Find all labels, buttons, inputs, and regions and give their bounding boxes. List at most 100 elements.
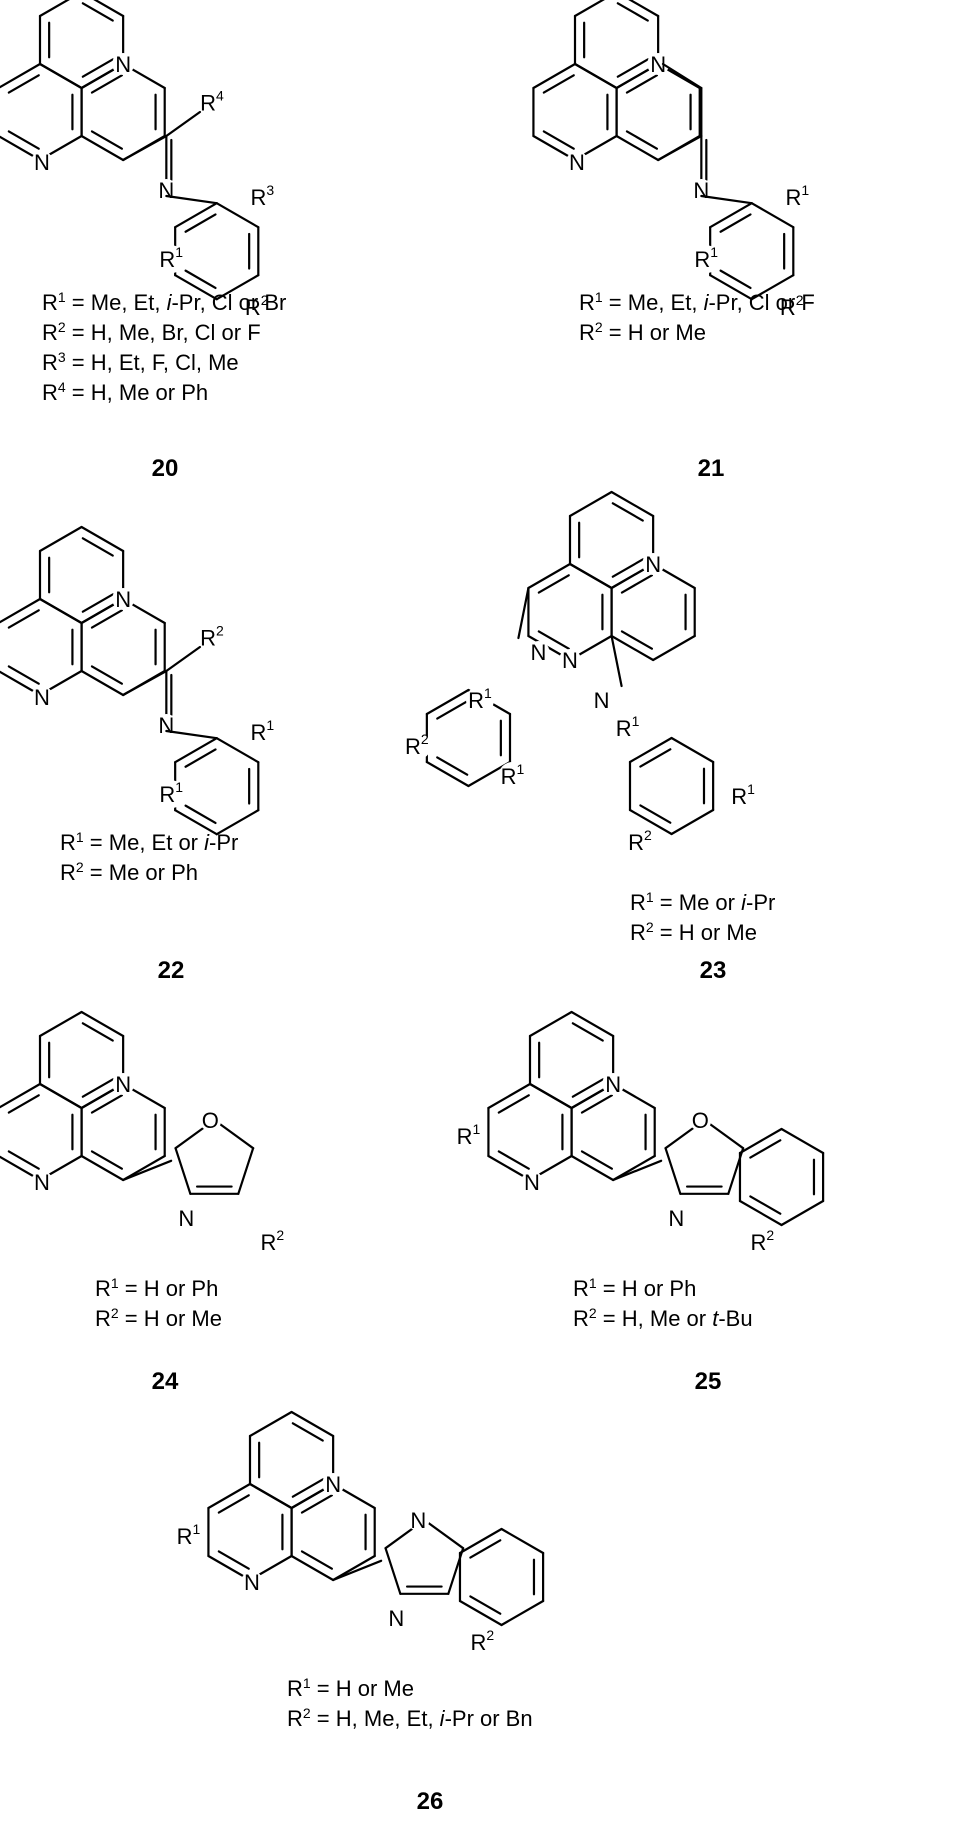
bond-line xyxy=(7,1150,40,1170)
bond-line xyxy=(497,1094,530,1114)
bond-line xyxy=(213,1118,255,1150)
atom-symbol: R xyxy=(457,1124,473,1149)
atom-symbol: R xyxy=(731,784,747,809)
substituent-values: = Me, Et or xyxy=(83,830,205,855)
substituent-index: 3 xyxy=(57,349,66,365)
bond-line xyxy=(664,1147,682,1195)
atom-superscript: 4 xyxy=(216,87,224,103)
atom-symbol: R xyxy=(616,716,632,741)
bond-line xyxy=(217,1494,250,1514)
bond-line xyxy=(573,62,618,90)
nitrogen-atom: N xyxy=(562,648,578,673)
bond-line xyxy=(628,808,673,836)
bond-line xyxy=(38,1082,83,1110)
bond-line xyxy=(573,0,605,18)
bond-line xyxy=(639,748,672,768)
label-mask xyxy=(590,689,613,711)
bond-line xyxy=(248,1482,293,1510)
label-mask xyxy=(385,1606,408,1629)
bond-line xyxy=(537,630,570,650)
label-mask xyxy=(783,183,812,212)
substituent-index: 2 xyxy=(75,859,84,875)
label-mask xyxy=(112,53,135,75)
legend-line: R2 = Me or Ph xyxy=(60,858,238,888)
substituent-values: = H, Me, Br, Cl or F xyxy=(65,320,261,345)
legend-line: R1 = Me, Et, i-Pr, Cl or Br xyxy=(42,288,286,318)
atom-superscript: 3 xyxy=(266,182,274,198)
label-mask xyxy=(665,1206,688,1229)
atom-superscript: 1 xyxy=(192,1521,200,1537)
atom-symbol: R xyxy=(780,295,796,320)
label-mask xyxy=(322,1473,345,1495)
atom-symbol: R xyxy=(694,247,710,272)
substituent-aryl-ortho: R3 xyxy=(250,182,274,210)
legend-line: R1 = H or Ph xyxy=(95,1274,222,1304)
atom-superscript: 1 xyxy=(175,779,183,795)
substituent-r-imine: R2 xyxy=(200,622,224,650)
legend-line: R2 = H, Me, Et, i-Pr or Bn xyxy=(287,1704,533,1734)
label-mask xyxy=(248,183,277,212)
atom-symbol: N xyxy=(650,52,666,77)
label-mask xyxy=(31,686,53,708)
bond-line xyxy=(93,0,125,18)
label-mask xyxy=(31,151,53,173)
substituent-r1: R1 xyxy=(468,685,492,713)
substituent-index: 1 xyxy=(57,289,66,305)
bond-line xyxy=(500,1599,545,1627)
substituent-letter: R xyxy=(42,350,58,375)
legend-line: R1 = H or Ph xyxy=(573,1274,753,1304)
imine-nitrogen: N xyxy=(158,178,174,203)
label-mask xyxy=(31,1171,53,1193)
substituent-values: = Me or Ph xyxy=(83,860,199,885)
atom-symbol: N xyxy=(562,648,578,673)
bond-line xyxy=(81,537,114,557)
substituent-r1: R1 xyxy=(616,713,640,741)
atom-superscript: 2 xyxy=(796,292,804,308)
bond-line xyxy=(469,1539,502,1559)
nitrogen-atom: N xyxy=(115,587,131,612)
atom-symbol: N xyxy=(115,1072,131,1097)
bond-line xyxy=(670,736,715,764)
substituent-r1: R1 xyxy=(177,1521,201,1549)
bond-line xyxy=(652,634,696,662)
compound-number-25: 25 xyxy=(694,1368,722,1395)
bond-line xyxy=(570,1154,615,1182)
legend-line: R2 = H, Me, Br, Cl or F xyxy=(42,318,286,348)
substituent-index: 1 xyxy=(302,1675,311,1691)
label-mask xyxy=(112,1073,135,1095)
atom-symbol: N xyxy=(158,713,174,738)
atom-symbol: R xyxy=(501,764,517,789)
substituent-aryl-para: R2 xyxy=(780,292,804,320)
label-mask xyxy=(468,1627,497,1656)
atom-symbol: N xyxy=(178,1206,194,1231)
substituent-index: 1 xyxy=(594,289,603,305)
substituent-letter: R xyxy=(60,860,76,885)
bond-line xyxy=(700,194,753,205)
bond-line xyxy=(7,130,40,150)
bond-line xyxy=(215,274,260,301)
label-mask xyxy=(258,1227,287,1256)
bond-line xyxy=(184,748,217,768)
substituent-values-rest: -Pr or Bn xyxy=(444,1706,533,1731)
substituent-index: 1 xyxy=(75,829,84,845)
bond-line xyxy=(81,593,114,613)
substituent-letter: R xyxy=(95,1306,111,1331)
bond-line xyxy=(332,1559,383,1582)
atom-symbol: N xyxy=(605,1072,621,1097)
label-mask xyxy=(157,780,186,809)
legend-line: R1 = Me or i-Pr xyxy=(630,888,775,918)
bond-line xyxy=(517,586,530,640)
substituent-aryl-ortho2: R1 xyxy=(159,779,183,807)
bond-line xyxy=(568,562,613,590)
azole-nitrogen: N xyxy=(668,1206,684,1231)
substituent-index: 1 xyxy=(645,889,654,905)
bond-line xyxy=(620,574,653,594)
atom-superscript: 2 xyxy=(261,292,269,308)
label-mask xyxy=(155,714,178,736)
substituent-values: = H or Ph xyxy=(596,1276,697,1301)
bond-line xyxy=(616,2,649,22)
substituent-values-rest: -Bu xyxy=(718,1306,753,1331)
substituent-r2: R2 xyxy=(628,827,652,855)
